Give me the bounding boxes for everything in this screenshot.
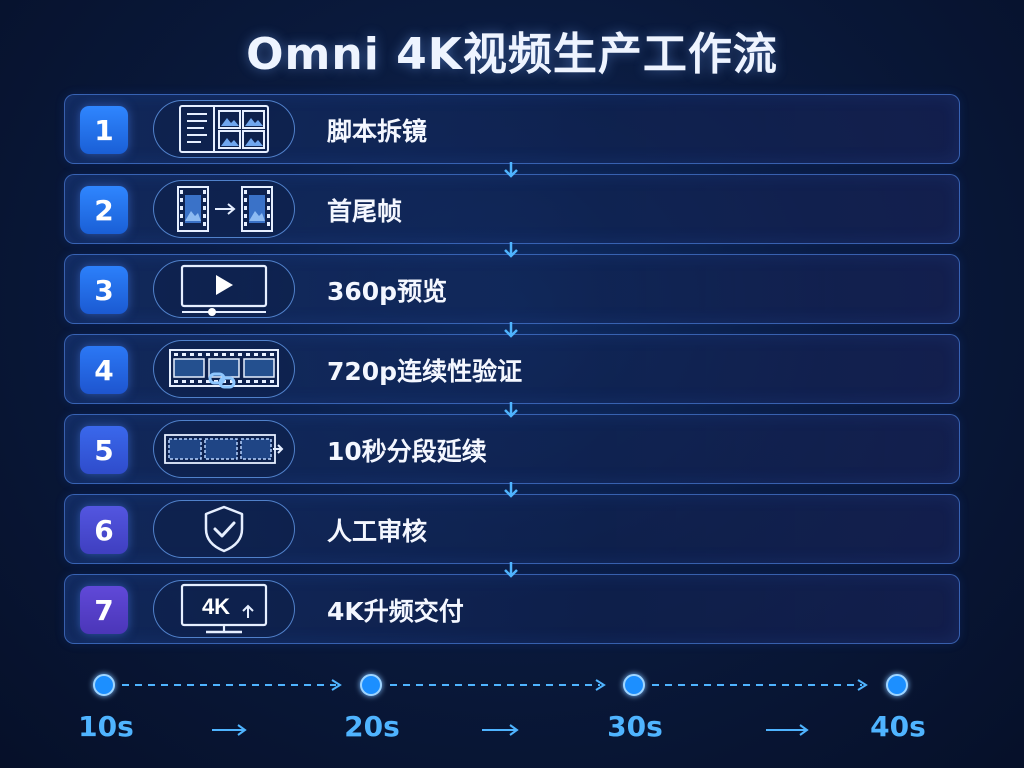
arrow-down-icon <box>504 162 518 178</box>
arrow-down-icon <box>504 322 518 338</box>
monitor-text: 4K <box>202 594 230 619</box>
monitor-4k-icon: 4K <box>153 580 295 638</box>
film-link-icon <box>153 340 295 398</box>
step-label: 4K升频交付 <box>327 597 464 626</box>
first-last-frame-icon <box>153 180 295 238</box>
step-1: 1 <box>64 94 960 178</box>
timeline-node <box>623 674 645 696</box>
arrow-right-icon <box>212 724 247 736</box>
step-number: 3 <box>80 266 128 314</box>
arrow-down-icon <box>504 562 518 578</box>
step-6: 6 人工审核 <box>64 494 960 578</box>
step-7: 7 4K 4K升频交付 <box>64 574 960 644</box>
page-title: Omni 4K视频生产工作流 <box>246 29 778 80</box>
step-number: 6 <box>80 506 128 554</box>
timeline-node <box>360 674 382 696</box>
video-preview-icon <box>153 260 295 318</box>
step-number: 5 <box>80 426 128 474</box>
step-5: 5 10秒分段延续 <box>64 414 960 498</box>
timeline-node <box>886 674 908 696</box>
timeline-label-10s: 10s <box>78 710 134 743</box>
step-2: 2 首尾帧 <box>64 174 960 258</box>
step-number: 1 <box>80 106 128 154</box>
step-label: 720p连续性验证 <box>327 357 523 386</box>
arrow-right-icon <box>482 724 519 736</box>
timeline-label-40s: 40s <box>870 710 926 743</box>
timeline-label-20s: 20s <box>344 710 400 743</box>
segments-icon <box>153 420 295 478</box>
arrow-down-icon <box>504 482 518 498</box>
step-number: 7 <box>80 586 128 634</box>
arrow-down-icon <box>504 242 518 258</box>
step-label: 脚本拆镜 <box>327 117 428 146</box>
arrow-right-icon <box>766 724 809 736</box>
step-number: 4 <box>80 346 128 394</box>
arrow-down-icon <box>504 402 518 418</box>
step-label: 人工审核 <box>327 517 428 546</box>
step-4: 4 720p连续性验证 <box>64 334 960 418</box>
storyboard-icon <box>153 100 295 158</box>
step-label: 首尾帧 <box>327 197 403 226</box>
step-label: 10秒分段延续 <box>327 437 487 466</box>
step-label: 360p预览 <box>327 277 448 306</box>
workflow-steps: 1 <box>64 94 960 654</box>
step-number: 2 <box>80 186 128 234</box>
timeline-node <box>93 674 115 696</box>
step-3: 3 360p预览 <box>64 254 960 338</box>
shield-check-icon <box>153 500 295 558</box>
timeline-track <box>93 674 908 696</box>
timeline-arrows <box>212 724 809 736</box>
timeline: 10s 20s 30s 40s <box>0 660 1024 760</box>
timeline-label-30s: 30s <box>607 710 663 743</box>
